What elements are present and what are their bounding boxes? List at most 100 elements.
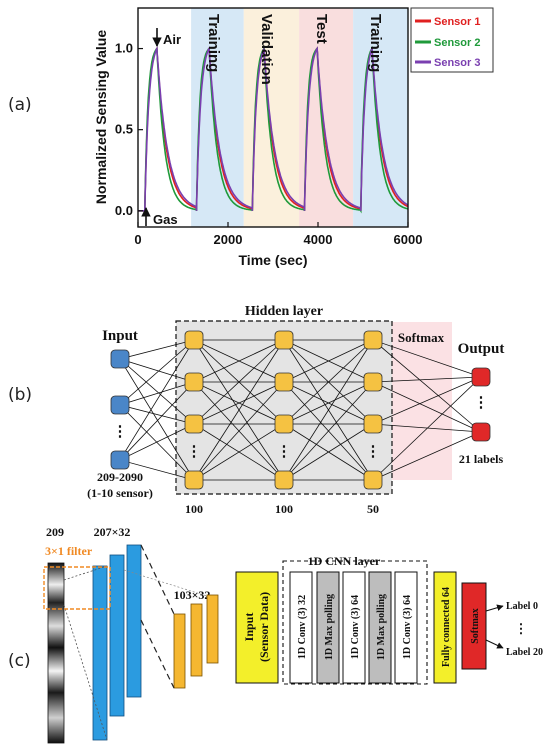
edge-h3-out-2-0 — [372, 376, 482, 425]
network-edges — [119, 339, 482, 481]
pooled-map-1 — [173, 613, 186, 689]
hidden2-node-3 — [274, 470, 294, 490]
hidden2-ellipsis: ⋮ — [277, 444, 292, 460]
edge-h1-h2-3-2 — [193, 423, 285, 481]
output-labels-count: 21 labels — [459, 452, 504, 466]
y-tick-label-1: 0.5 — [115, 122, 133, 137]
edge-h2-h3-2-0 — [283, 339, 374, 425]
y-axis-label: Normalized Sensing Value — [93, 30, 109, 204]
series-line-3 — [138, 45, 409, 212]
hidden3-ellipsis: ⋮ — [366, 444, 381, 460]
input-block-line2: (Sensor Data) — [257, 592, 271, 662]
hidden2-node-0 — [274, 330, 294, 350]
hidden2-node-1 — [274, 372, 294, 392]
edge-in-h1-2-1 — [119, 381, 195, 461]
input-node-1 — [110, 395, 130, 415]
neural-network-diagram: Input Hidden layer Softmax Output 209-20… — [87, 304, 504, 516]
input-title: Input — [102, 328, 138, 344]
edge-in-h1-1-2 — [119, 404, 195, 425]
filter-box — [43, 566, 111, 610]
panel-label-b: (b) — [8, 385, 32, 405]
hidden3-node-2 — [363, 414, 383, 434]
cnn-block-3 — [368, 571, 392, 684]
edge-h3-out-3-1 — [372, 431, 482, 481]
edge-in-h1-0-2 — [119, 358, 195, 425]
edge-in-h1-0-0 — [119, 339, 195, 360]
hidden3-node-1 — [363, 372, 383, 392]
edge-in-h1-2-0 — [119, 339, 195, 461]
layer-size-2: 100 — [275, 502, 293, 516]
pooled-map-2 — [190, 603, 203, 677]
edge-h1-h2-1-0 — [193, 339, 285, 383]
edge-h3-out-1-0 — [372, 376, 482, 383]
network-nodes — [110, 330, 491, 490]
y-tick-label-0: 0.0 — [115, 203, 133, 218]
cnn-block-2 — [342, 571, 366, 684]
hidden1-node-3 — [184, 470, 204, 490]
hidden1-node-2 — [184, 414, 204, 434]
input-node-0 — [110, 349, 130, 369]
cnn-block-label-4: 1D Conv (3) 64 — [402, 595, 413, 659]
cnn-blocks: 1D Conv (3) 32 1D Max polling 1D Conv (3) … — [289, 571, 418, 684]
hidden1-node-0 — [184, 330, 204, 350]
phase-label-1: Validation — [258, 14, 275, 85]
panel-label-c: (c) — [8, 651, 31, 671]
edge-h1-h2-2-1 — [193, 381, 285, 425]
cnn-layer-box — [282, 560, 428, 685]
plot-frame — [137, 7, 409, 228]
edge-h2-h3-1-0 — [283, 339, 374, 383]
feature-map-3 — [126, 544, 142, 698]
edge-in-h1-0-1 — [119, 358, 195, 383]
softmax-block — [461, 582, 487, 670]
edge-h1-h2-2-0 — [193, 339, 285, 425]
input-block-line1: Input — [242, 613, 256, 642]
air-annotation: Air — [163, 32, 181, 47]
edge-in-h1-0-3 — [119, 358, 195, 481]
x-axis-label: Time (sec) — [239, 252, 308, 268]
output-title: Output — [458, 341, 505, 357]
cnn-block-label-1: 1D Max polling — [324, 594, 335, 660]
edge-in-h1-1-3 — [119, 404, 195, 481]
edge-h2-h3-2-1 — [283, 381, 374, 425]
x-tick-label-2: 4000 — [304, 232, 333, 247]
cnn-block-1 — [316, 571, 340, 684]
cnn-block-label-2: 1D Conv (3) 64 — [350, 595, 361, 659]
cnn-architecture-diagram: 209 207×32 103×32 3×1 filter 1D CNN laye… — [43, 525, 543, 744]
phase-regions — [191, 8, 408, 227]
cnn-block-label-0: 1D Conv (3) 32 — [297, 595, 308, 659]
output-ellipsis: ⋮ — [474, 395, 489, 411]
input-sensor-data-block — [235, 571, 279, 684]
legend-label-sensor-1: Sensor 1 — [434, 16, 480, 28]
hidden1-ellipsis: ⋮ — [187, 444, 202, 460]
x-tick-label-3: 6000 — [394, 232, 423, 247]
input-node-2 — [110, 450, 130, 470]
input-sensors-label: (1-10 sensor) — [87, 486, 153, 500]
cnn-block-4 — [394, 571, 418, 684]
cnn-block-0 — [289, 571, 313, 684]
input-length-label: 209 — [46, 525, 64, 539]
pool-connection-aux — [123, 569, 208, 597]
filter-label: 3×1 filter — [45, 544, 93, 558]
edge-h1-h2-3-0 — [193, 339, 285, 481]
edge-h3-out-0-0 — [372, 339, 482, 378]
output-label-20: Label 20 — [506, 647, 543, 658]
phase-label-3: Training — [367, 14, 384, 72]
sensor-curves — [138, 45, 409, 214]
edge-in-h1-2-3 — [119, 459, 195, 481]
conv-connection-top — [63, 565, 108, 581]
input-signal-strip — [47, 562, 65, 744]
layer-size-1: 100 — [185, 502, 203, 516]
input-range-label: 209-2090 — [97, 470, 143, 484]
feature-map-2 — [109, 554, 125, 717]
edge-in-h1-1-0 — [119, 339, 195, 406]
pooled-map-3 — [206, 594, 219, 664]
pool-connection-top — [140, 544, 175, 615]
layer-size-3: 50 — [367, 502, 379, 516]
output-node-1 — [471, 422, 491, 442]
phase-label-0: Training — [205, 14, 222, 72]
x-tick-label-1: 2000 — [214, 232, 243, 247]
legend-label-sensor-3: Sensor 3 — [434, 57, 480, 69]
cnn-block-label-3: 1D Max polling — [376, 594, 387, 660]
